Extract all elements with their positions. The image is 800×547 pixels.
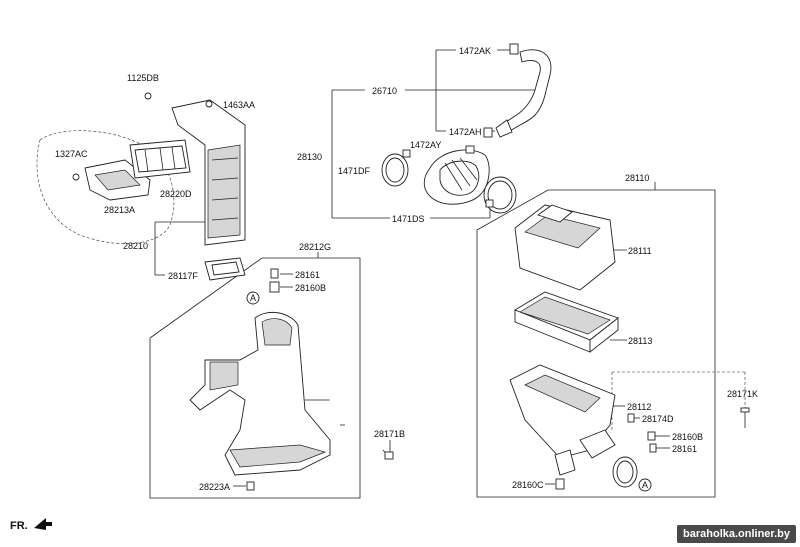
hose-clamp-1472AK [509, 43, 519, 55]
label-28112: 28112 [627, 402, 651, 412]
label-1463AA: 1463AA [223, 100, 255, 110]
label-28161-left: 28161 [295, 270, 320, 280]
cleaner-body-part [509, 364, 616, 476]
label-28111: 28111 [628, 246, 652, 256]
bushing-28160C [555, 478, 565, 490]
label-28160B-right: 28160B [672, 432, 703, 442]
label-28160C: 28160C [512, 480, 544, 490]
watermark: baraholka.onliner.by [677, 525, 796, 543]
label-28117F: 28117F [168, 271, 198, 281]
label-1471DF: 1471DF [338, 166, 371, 176]
filter-element-part [513, 291, 619, 353]
label-28171K: 28171K [727, 389, 758, 399]
label-28171B: 28171B [374, 429, 405, 439]
reference-a-label-lower: A [642, 480, 648, 490]
label-28174D: 28174D [642, 414, 674, 424]
bolt-28171B [382, 449, 394, 460]
label-28110: 28110 [625, 173, 649, 183]
label-1327AC: 1327AC [55, 149, 88, 159]
reference-a-circle-upper: A [246, 291, 260, 305]
orientation-label: FR. [10, 520, 28, 532]
clamp-1472AY [465, 145, 475, 154]
bushing-28160B-right [647, 431, 656, 441]
hose-clamp-1472AH [483, 127, 493, 138]
box-28130-group [331, 89, 491, 219]
label-28113: 28113 [628, 336, 652, 346]
reference-a-circle-lower: A [638, 478, 652, 492]
fastener-28174D [627, 413, 635, 423]
seal-ring-outlet [612, 456, 638, 488]
label-28130: 28130 [297, 152, 322, 162]
label-1472AK: 1472AK [459, 46, 491, 56]
box-28110-group [476, 182, 716, 498]
label-1471DS: 1471DS [392, 214, 425, 224]
resonator-part [129, 139, 191, 179]
grommet-28161-right [649, 443, 657, 453]
label-28161-right: 28161 [672, 444, 697, 454]
clip-28223A [246, 481, 255, 491]
label-28223A: 28223A [199, 482, 230, 492]
label-28213A: 28213A [104, 205, 135, 215]
duct-cover-outline [36, 130, 175, 244]
air-duct-part [144, 92, 246, 246]
intake-duct-part [189, 311, 331, 476]
label-28210: 28210 [123, 241, 148, 251]
label-28212G: 28212G [299, 242, 331, 252]
reference-a-label-upper: A [250, 293, 256, 303]
clamp-1471DS [483, 176, 517, 214]
label-1125DB: 1125DB [127, 73, 159, 83]
bolt-28171K [740, 407, 750, 428]
cleaner-cover-part [514, 204, 616, 291]
label-28220D: 28220D [160, 189, 192, 199]
front-arrow-icon [34, 518, 52, 530]
seal-28117F [204, 257, 246, 281]
leaders-28212G [233, 273, 391, 487]
bushing-28160B-left [269, 281, 280, 293]
grommet-28161-left [270, 268, 279, 279]
clamp-1471DF [381, 149, 411, 187]
label-1472AY: 1472AY [410, 140, 441, 150]
box-28210-group [154, 221, 210, 276]
intake-hose-part [423, 149, 490, 205]
label-1472AH: 1472AH [449, 127, 482, 137]
label-28160B-left: 28160B [295, 283, 326, 293]
label-26710: 26710 [372, 86, 397, 96]
breather-hose-part [495, 49, 552, 138]
